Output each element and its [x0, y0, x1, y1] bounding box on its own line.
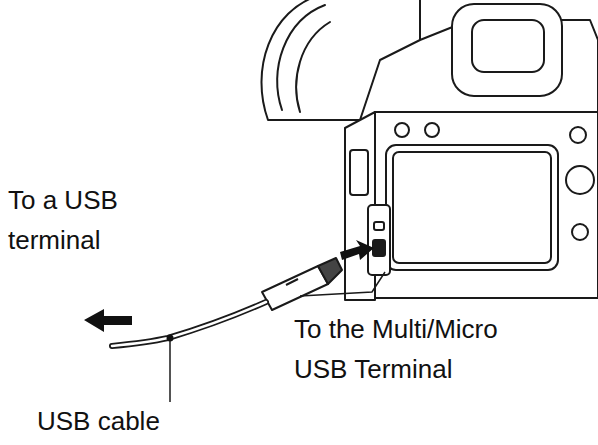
plug-tip	[318, 258, 342, 284]
callout-label: To the Multi/Micro USB Terminal	[294, 309, 549, 389]
usb-cable	[112, 302, 266, 346]
button	[425, 123, 439, 137]
port-panel	[368, 205, 390, 275]
lcd-screen	[386, 145, 558, 270]
insert-arrow	[340, 240, 374, 260]
leader-line	[300, 272, 385, 296]
terminal-cover	[350, 150, 368, 195]
callout-label: USB cable	[37, 401, 257, 441]
usb-plug	[262, 266, 328, 310]
lens-ring	[296, 22, 330, 112]
leader-line	[169, 338, 171, 402]
eyecup	[452, 4, 562, 96]
hdmi-port	[374, 222, 384, 230]
button	[395, 123, 409, 137]
leader-dot	[167, 335, 174, 342]
lcd-inner	[393, 152, 551, 263]
control-dial	[566, 166, 594, 194]
callout-label: To a USB terminal	[8, 180, 168, 260]
direction-arrow	[84, 309, 132, 332]
button	[572, 224, 588, 240]
usb-port	[373, 240, 385, 256]
button	[570, 127, 586, 143]
camera-back	[375, 112, 598, 298]
plug-mark	[286, 279, 298, 285]
viewfinder-window	[472, 20, 544, 72]
usb-cable-core	[112, 302, 266, 346]
